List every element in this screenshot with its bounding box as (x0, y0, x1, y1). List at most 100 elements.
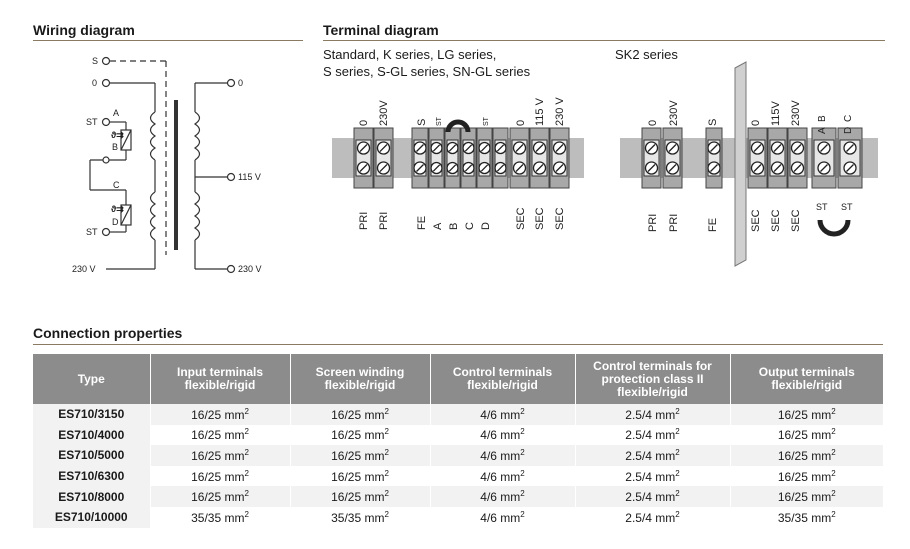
sk2-top-c: C (843, 115, 854, 122)
std-bottom-pri1: PRI (358, 212, 370, 230)
sk2-primary-terminal (662, 127, 683, 189)
thermostat-symbol-bottom-icon: ϑ⇉ (111, 204, 124, 214)
std-primary-terminal (353, 127, 374, 189)
cell-text: 4/6 mm (480, 510, 521, 525)
column-header-line: flexible/rigid (467, 378, 538, 392)
unit-superscript: 2 (831, 427, 836, 437)
terminal-title-rule (323, 40, 885, 41)
unit-superscript: 2 (244, 406, 249, 416)
standard-series-line2: S series, S-GL series, SN-GL series (323, 64, 531, 79)
wiring-title-rule (33, 40, 303, 41)
unit-superscript: 2 (520, 427, 525, 437)
sk2-top-115v: 115V (770, 100, 782, 126)
std-top-s: S (416, 119, 428, 126)
value-cell: 35/35 mm2 (150, 506, 291, 528)
sk2-bottom-fe: FE (707, 218, 719, 232)
unit-superscript: 2 (520, 468, 525, 478)
wiring-label-st-top: ST (86, 117, 98, 127)
value-cell: 35/35 mm2 (730, 506, 883, 528)
value-cell: 2.5/4 mm2 (575, 506, 731, 528)
cell-text: ES710/4000 (58, 427, 125, 442)
sk2-top-a: A (817, 127, 828, 134)
unit-superscript: 2 (384, 468, 389, 478)
cell-text: 2.5/4 mm (625, 448, 676, 463)
value-cell: 2.5/4 mm2 (575, 465, 731, 487)
cell-text: 16/25 mm (191, 448, 245, 463)
value-cell: 16/25 mm2 (290, 404, 431, 425)
type-cell: ES710/4000 (33, 424, 151, 446)
value-cell: 16/25 mm2 (290, 486, 431, 507)
std-secondary-terminal (529, 127, 550, 189)
std-bottom-pri2: PRI (378, 212, 390, 230)
column-header: Type (33, 354, 151, 404)
sk2-control-terminal (811, 127, 837, 189)
value-cell: 4/6 mm2 (430, 445, 576, 466)
unit-superscript: 2 (384, 447, 389, 457)
sk2-bottom-sec3: SEC (790, 209, 802, 232)
standard-series-line1: Standard, K series, LG series, (323, 47, 497, 62)
std-top-230v-sec: 230 V (554, 97, 566, 126)
cell-text: 35/35 mm (777, 510, 832, 525)
std-control-terminal (428, 127, 445, 189)
std-top-115v: 115 V (534, 97, 546, 126)
value-cell: 16/25 mm2 (730, 404, 883, 425)
cell-text: 2.5/4 mm (625, 490, 676, 505)
std-control-terminal (411, 127, 429, 189)
wiring-label-d: D (112, 217, 119, 227)
cell-text: 2.5/4 mm (625, 510, 676, 525)
sk2-bottom-sec2: SEC (770, 209, 782, 232)
cell-text: 16/25 mm (331, 469, 385, 484)
wiring-diagram: S 0 0 ST A B C D ST 115 V 230 V 230 V ϑ⇉… (72, 56, 262, 274)
cell-text: ES710/6300 (58, 469, 125, 484)
column-header-line: Screen winding (315, 365, 405, 379)
column-header-line: protection class II (601, 371, 704, 386)
cell-text: 16/25 mm (191, 490, 245, 505)
terminal-diagram (332, 61, 878, 267)
cell-text: 16/25 mm (331, 490, 385, 505)
unit-superscript: 2 (675, 406, 680, 416)
wiring-label-0-right: 0 (238, 78, 243, 88)
std-bottom-d: D (480, 222, 492, 230)
connection-title-rule (33, 344, 883, 345)
sk2-top-230v-sec: 230V (790, 100, 802, 126)
column-header-line: Control terminals (452, 365, 553, 379)
unit-superscript: 2 (831, 468, 836, 478)
std-bottom-fe: FE (416, 216, 428, 230)
terminal-labels: 0 230V S ST ST 0 115 V 230 V PRI PRI FE … (358, 97, 854, 232)
wiring-label-230v-right: 230 V (238, 264, 262, 274)
unit-superscript: 2 (675, 447, 680, 457)
sk2-primary-terminal (641, 127, 662, 189)
cell-text: 2.5/4 mm (625, 428, 676, 443)
cell-text: 16/25 mm (777, 428, 832, 443)
type-cell: ES710/5000 (33, 445, 151, 466)
value-cell: 16/25 mm2 (150, 465, 291, 487)
std-top-230v: 230V (378, 100, 390, 126)
cell-text: 16/25 mm (331, 407, 385, 422)
sk2-top-s: S (707, 119, 719, 126)
cell-text: 16/25 mm (777, 469, 832, 484)
standard-series-label: Standard, K series, LG series, S series,… (323, 46, 530, 80)
sk2-top-d: D (843, 127, 854, 134)
unit-superscript: 2 (675, 509, 680, 519)
unit-superscript: 2 (520, 489, 525, 499)
std-bottom-sec1: SEC (515, 207, 527, 230)
sk2-fe-terminal (705, 127, 723, 189)
unit-superscript: 2 (831, 406, 836, 416)
column-header-line: Input terminals (176, 365, 263, 379)
std-top-0-sec: 0 (515, 120, 527, 126)
column-header-line: flexible/rigid (184, 378, 256, 392)
cell-text: 2.5/4 mm (625, 407, 676, 422)
wiring-diagram-title: Wiring diagram (33, 22, 135, 38)
cell-text: ES710/10000 (54, 510, 128, 525)
wiring-label-s: S (92, 56, 98, 66)
